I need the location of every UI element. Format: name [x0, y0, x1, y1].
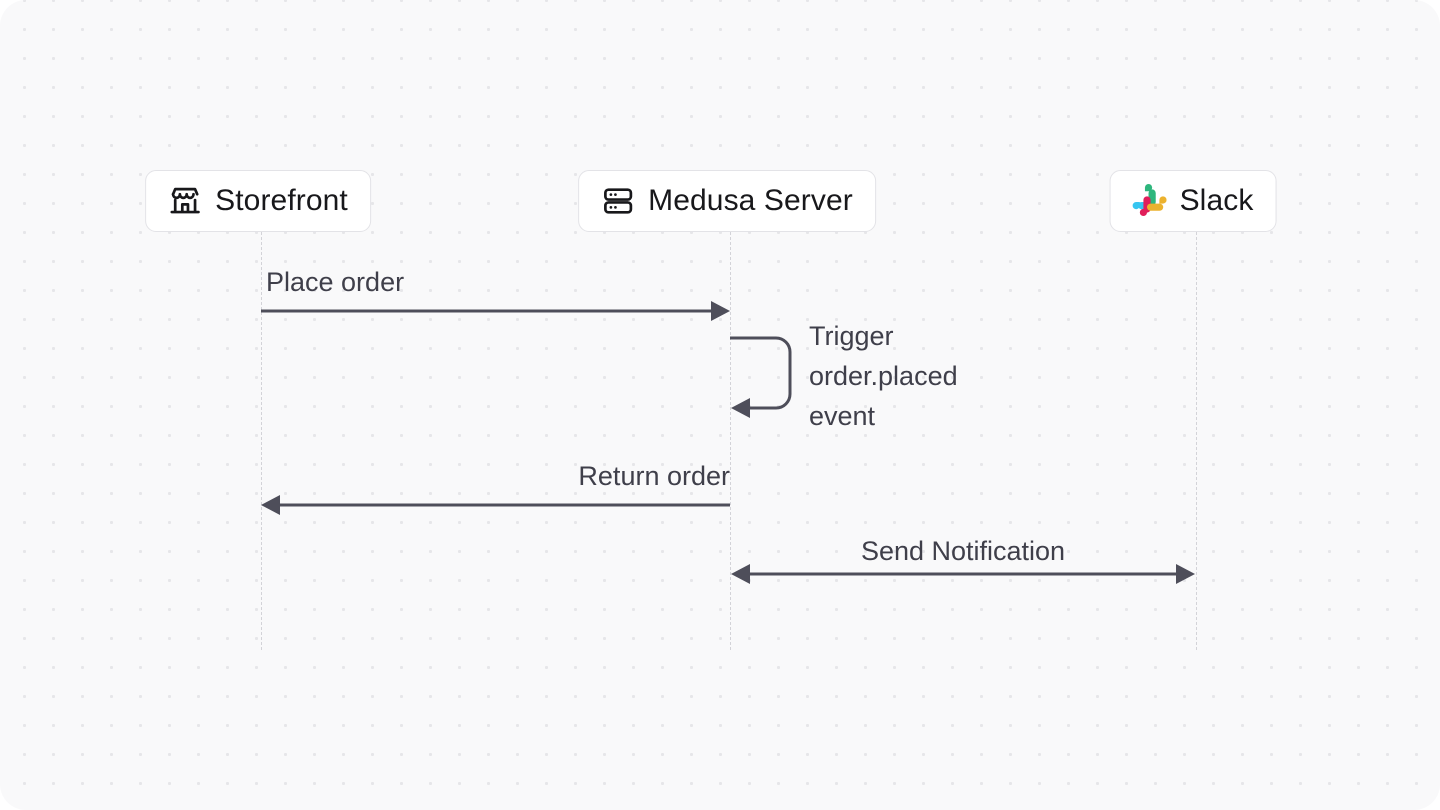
message-label-place-order: Place order	[266, 267, 405, 297]
storefront-icon	[168, 184, 202, 218]
message-arrow-send-notification	[731, 564, 1195, 584]
lifeline-medusa-server	[730, 232, 731, 650]
participant-label: Slack	[1179, 184, 1254, 217]
message-label-send-notification: Send Notification	[860, 536, 1066, 566]
message-arrow-return-order	[261, 495, 730, 515]
participant-medusa-server[interactable]: Medusa Server	[578, 170, 876, 232]
lifeline-slack	[1196, 232, 1197, 650]
participant-storefront[interactable]: Storefront	[145, 170, 371, 232]
lifeline-storefront	[261, 232, 262, 650]
message-label-return-order: Return order	[578, 461, 730, 491]
participant-label: Medusa Server	[648, 184, 853, 217]
message-arrow-trigger-order-placed-event	[730, 336, 792, 418]
server-icon	[601, 184, 635, 218]
message-label-trigger-order-placed-event: Trigger order.placed event	[809, 321, 958, 431]
slack-icon	[1132, 184, 1167, 218]
slack-yellow	[1147, 196, 1167, 211]
participant-slack[interactable]: Slack	[1109, 170, 1277, 232]
participant-label: Storefront	[215, 184, 348, 217]
message-arrow-place-order	[261, 301, 730, 321]
